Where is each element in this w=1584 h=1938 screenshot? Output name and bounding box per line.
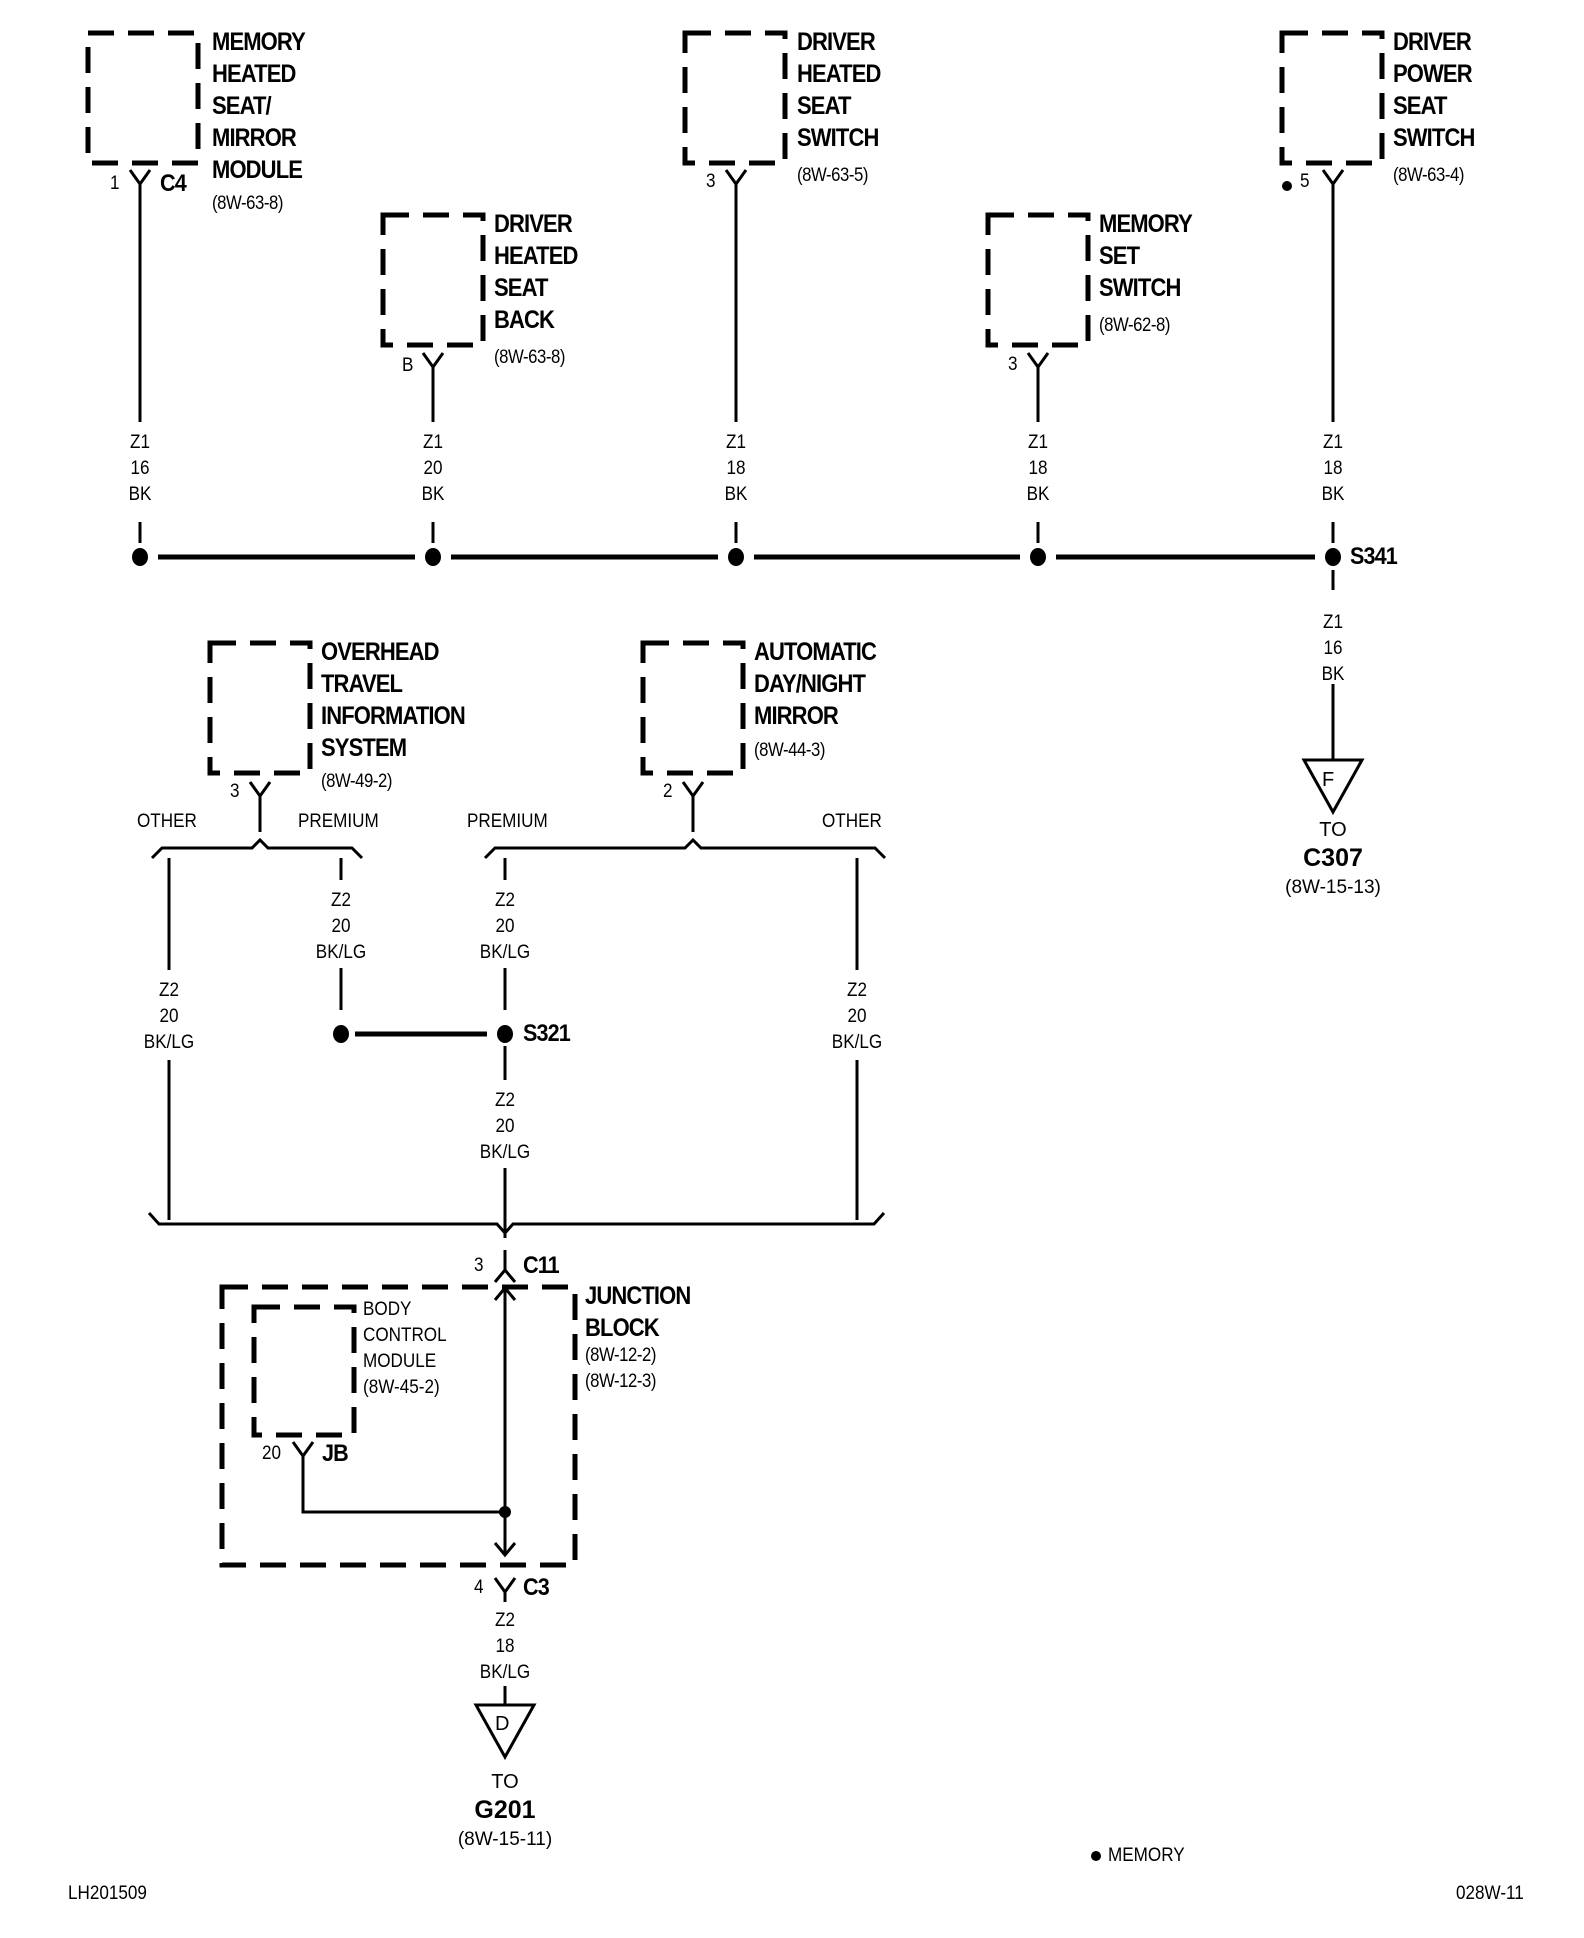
memory-module-ref: (8W-63-8): [212, 193, 283, 214]
option-label-premium: PREMIUM: [467, 811, 548, 832]
memory-dot-icon: [1282, 181, 1292, 191]
memory-set-switch-title: MEMORY SET SWITCH: [1099, 210, 1193, 302]
splice-dot: [425, 548, 441, 566]
seat-back-pin-b-wire: [421, 352, 445, 422]
memory-set-ref: (8W-62-8): [1099, 315, 1170, 336]
ground-f-ref: (8W-15-13): [1285, 877, 1381, 898]
option-bracket-overhead: [150, 837, 364, 860]
body-control-module-title: BODY CONTROL MODULE (8W-45-2): [363, 1299, 447, 1398]
overhead-travel-information-system-title: OVERHEAD TRAVEL INFORMATION SYSTEM: [321, 638, 466, 762]
driver-power-seat-switch-box: [1279, 30, 1385, 166]
pin-number: 4: [474, 1577, 484, 1598]
overhead-travel-information-system-box: [207, 640, 313, 776]
pin-number: 3: [474, 1255, 484, 1276]
footer-right-code: 028W-11: [1456, 1883, 1524, 1904]
driver-heated-seat-back-box: [380, 212, 486, 348]
ground-f-target: C307: [1303, 844, 1363, 872]
automatic-day-night-mirror-title: AUTOMATIC DAY/NIGHT MIRROR: [754, 638, 877, 730]
pin-number: 3: [230, 781, 240, 802]
memory-heated-seat-mirror-module-box: [85, 30, 201, 166]
memory-set-switch-box: [985, 212, 1091, 348]
driver-heated-seat-back-title: DRIVER HEATED SEAT BACK: [494, 210, 578, 334]
pin-number: 2: [663, 781, 673, 802]
splice-dot: [132, 548, 148, 566]
pin-number: 5: [1300, 171, 1310, 192]
splice-s341-label: S341: [1350, 543, 1398, 570]
connector-c4: C4: [160, 170, 187, 197]
splice-dot: [333, 1025, 349, 1043]
memory-set-pin3-wire: [1026, 352, 1050, 422]
seat-switch-ref: (8W-63-5): [797, 165, 868, 186]
ground-d-triangle: [473, 1703, 537, 1761]
junction-block-box: [219, 1284, 578, 1568]
driver-heated-seat-switch-title: DRIVER HEATED SEAT SWITCH: [797, 28, 881, 152]
splice-dot: [1030, 548, 1046, 566]
option-label-premium: PREMIUM: [298, 811, 379, 832]
pin-number: B: [402, 355, 414, 376]
connector-c11: C11: [523, 1252, 560, 1279]
option-bracket-mirror: [483, 837, 887, 860]
junction-block-ref-1: (8W-12-2): [585, 1345, 656, 1366]
junction-block-ref-2: (8W-12-3): [585, 1371, 656, 1392]
splice-dot: [728, 548, 744, 566]
seat-switch-pin3-wire: [724, 169, 748, 422]
legend-memory-label: MEMORY: [1108, 1845, 1185, 1866]
mirror-ref: (8W-44-3): [754, 740, 825, 761]
seat-back-ref: (8W-63-8): [494, 347, 565, 368]
option-label-other: OTHER: [137, 811, 197, 832]
ground-f-triangle: [1301, 758, 1365, 816]
pin-number: 1: [110, 173, 120, 194]
power-seat-pin5-wire: [1321, 169, 1345, 422]
overhead-ref: (8W-49-2): [321, 771, 392, 792]
footer-left-code: LH201509: [68, 1883, 147, 1904]
ground-d-letter: D: [495, 1713, 510, 1735]
ground-f-letter: F: [1322, 769, 1335, 791]
jb-internal-splice-dot: [499, 1506, 511, 1518]
automatic-day-night-mirror-box: [640, 640, 746, 776]
pin-number: 3: [706, 171, 716, 192]
driver-power-seat-switch-title: DRIVER POWER SEAT SWITCH: [1393, 28, 1475, 152]
driver-heated-seat-switch-box: [682, 30, 788, 166]
memory-heated-seat-mirror-module-title: MEMORY HEATED SEAT/ MIRROR MODULE: [212, 28, 306, 184]
ground-d-target: G201: [474, 1796, 536, 1824]
junction-block-title: JUNCTION BLOCK: [585, 1282, 691, 1342]
splice-s321-dot: [497, 1025, 513, 1043]
option-label-other: OTHER: [822, 811, 882, 832]
pin-number: 20: [262, 1443, 282, 1464]
ground-d-to: TO: [491, 1771, 519, 1793]
connector-jb: JB: [322, 1440, 349, 1467]
splice-s321-label: S321: [523, 1020, 571, 1047]
body-control-module-box: [251, 1304, 357, 1438]
power-seat-ref: (8W-63-4): [1393, 165, 1464, 186]
c4-pin1-wire: [128, 169, 152, 422]
connector-c3: C3: [523, 1574, 550, 1601]
ground-d-ref: (8W-15-11): [457, 1829, 553, 1850]
option-bracket-bottom: [147, 1211, 886, 1236]
memory-legend-dot-icon: [1091, 1851, 1101, 1861]
splice-s341-dot: [1325, 548, 1341, 566]
ground-f-to: TO: [1319, 819, 1347, 841]
pin-number: 3: [1008, 354, 1018, 375]
